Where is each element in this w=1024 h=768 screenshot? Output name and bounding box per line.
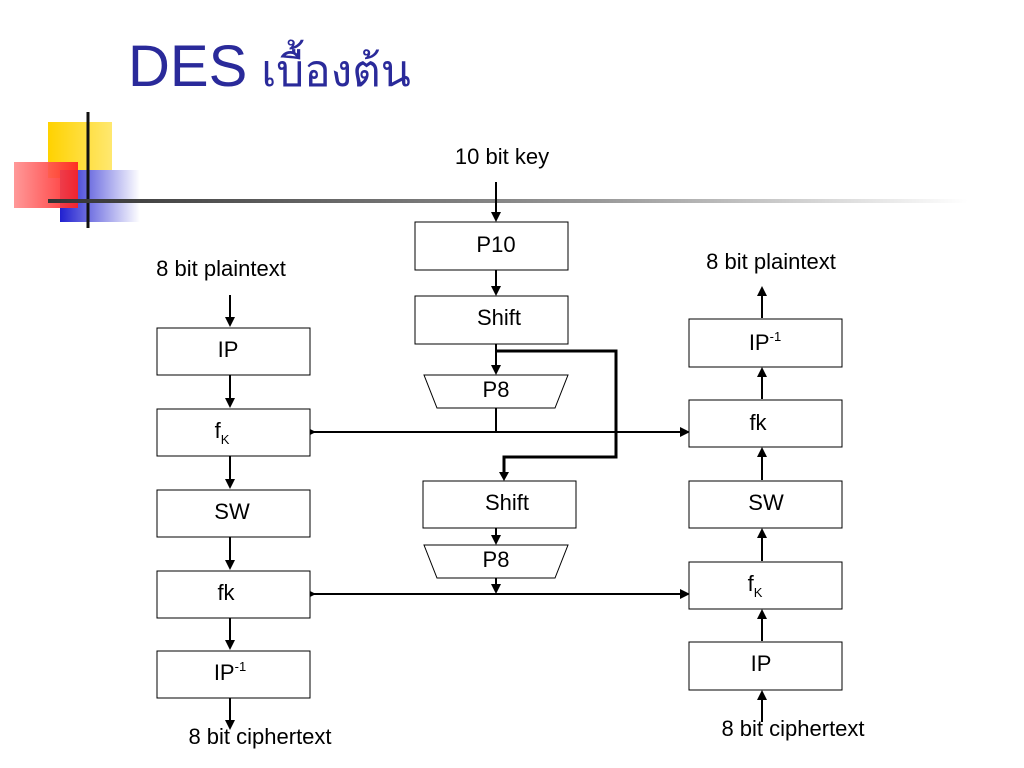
p10-label: P10 [476,232,515,257]
enc-fk1-box [156,408,311,457]
enc-fk2-box [156,570,311,619]
enc-sw-box [156,489,311,538]
p8-1-label: P8 [483,377,510,402]
enc-fk2-label: fk [217,580,235,605]
shift1-label: Shift [477,305,521,330]
title-latin: DES [128,34,248,99]
enc-output-label: 8 bit ciphertext [188,724,331,749]
enc-ipinv-main: IP [214,660,235,685]
dec-input-label: 8 bit ciphertext [721,716,864,741]
dec-fk2-main: f [748,571,755,596]
dec-fk1-box [688,399,843,448]
dec-fk2-subscript: K [754,585,763,600]
enc-fk1-label: fK [215,418,230,447]
dec-fk1-label: fk [749,410,767,435]
enc-sw-label: SW [214,499,250,524]
dec-sw-label: SW [748,490,784,515]
dec-ip-label: IP [751,651,772,676]
p10-box [414,221,569,271]
enc-ip-box [156,327,311,376]
dec-fk2-label: fK [748,571,763,600]
dec-ipinv-label: IP-1 [749,329,781,355]
enc-input-label: 8 bit plaintext [156,256,286,281]
enc-fk1-subscript: K [221,432,230,447]
shift1-box [414,295,569,345]
shift2-label: Shift [485,490,529,515]
decorative-accent [14,112,968,228]
enc-ipinv-superscript: -1 [235,659,247,674]
shift-loop-connector [496,349,618,478]
dec-fk2-box [688,561,843,610]
enc-ipinv-label: IP-1 [214,659,246,685]
enc-ipinv-box [156,650,311,699]
key-input-label: 10 bit key [455,144,549,169]
p8-1-trapezoid [423,374,569,409]
shift2-box [422,480,577,529]
enc-ip-label: IP [218,337,239,362]
dec-ipinv-box [688,318,843,368]
title-thai: เบื้องต้น [261,46,411,97]
title-divider-line [48,199,968,203]
dec-sw-box [688,480,843,529]
dec-ipinv-main: IP [749,330,770,355]
dec-output-label: 8 bit plaintext [706,249,836,274]
dec-ip-box [688,641,843,691]
p8-2-label: P8 [483,547,510,572]
dec-ipinv-superscript: -1 [770,329,782,344]
shift-loop-arrowhead [499,472,509,481]
p8-2-trapezoid [423,544,569,579]
enc-fk1-main: f [215,418,222,443]
